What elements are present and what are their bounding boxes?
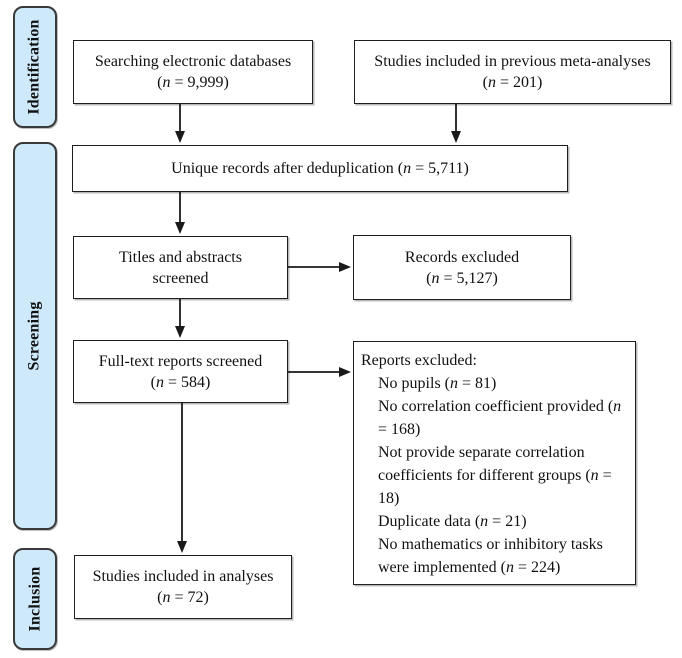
box-previous-line2: (n = 201)	[482, 74, 543, 91]
excluded-reason: Duplicate data (n = 21)	[378, 513, 527, 530]
excluded-reason: No pupils (n = 81)	[378, 375, 497, 392]
box-searching-line2: (n = 9,999)	[157, 74, 229, 91]
box-included-line1: Studies included in analyses	[92, 568, 274, 585]
box-searching-databases: Searching electronic databases (n = 9,99…	[73, 40, 313, 104]
box-fulltext-line2: (n = 584)	[150, 373, 211, 391]
box-unique-records-line1: Unique records after deduplication (n = …	[171, 160, 469, 177]
box-titles-line1: Titles and abstracts	[119, 248, 242, 266]
stage-screening-label: Screening	[26, 301, 43, 371]
box-fulltext-screened: Full-text reports screened (n = 584)	[73, 340, 288, 403]
stage-inclusion: Inclusion	[13, 548, 57, 650]
stage-identification: Identification	[13, 6, 57, 128]
stage-inclusion-label: Inclusion	[26, 566, 44, 632]
box-records-excluded-line2: (n = 5,127)	[426, 269, 498, 287]
box-studies-included: Studies included in analyses (n = 72)	[74, 555, 292, 619]
excluded-reason: No correlation coefficient provided (n =…	[378, 398, 622, 438]
box-records-excluded: Records excluded (n = 5,127)	[353, 235, 571, 300]
box-searching-line1: Searching electronic databases	[94, 53, 292, 70]
box-fulltext-line1: Full-text reports screened	[98, 352, 263, 370]
excluded-reason: Not provide separate correlation coeffic…	[378, 444, 612, 507]
box-titles-line2: screened	[152, 269, 209, 287]
box-records-excluded-line1: Records excluded	[404, 248, 520, 266]
box-unique-records: Unique records after deduplication (n = …	[72, 145, 568, 192]
stage-screening: Screening	[13, 142, 57, 530]
box-titles-abstracts-screened: Titles and abstracts screened	[73, 236, 288, 299]
box-previous-line1: Studies included in previous meta-analys…	[374, 53, 651, 70]
stage-identification-label: Identification	[26, 19, 43, 115]
box-previous-meta-analyses: Studies included in previous meta-analys…	[354, 40, 671, 104]
box-reports-excluded: Reports excluded: No pupils (n = 81) No …	[353, 341, 636, 585]
excluded-reason: No mathematics or inhibitory tasks were …	[378, 536, 603, 576]
box-included-line2: (n = 72)	[157, 589, 209, 606]
box-reports-excluded-title: Reports excluded:	[361, 352, 477, 369]
